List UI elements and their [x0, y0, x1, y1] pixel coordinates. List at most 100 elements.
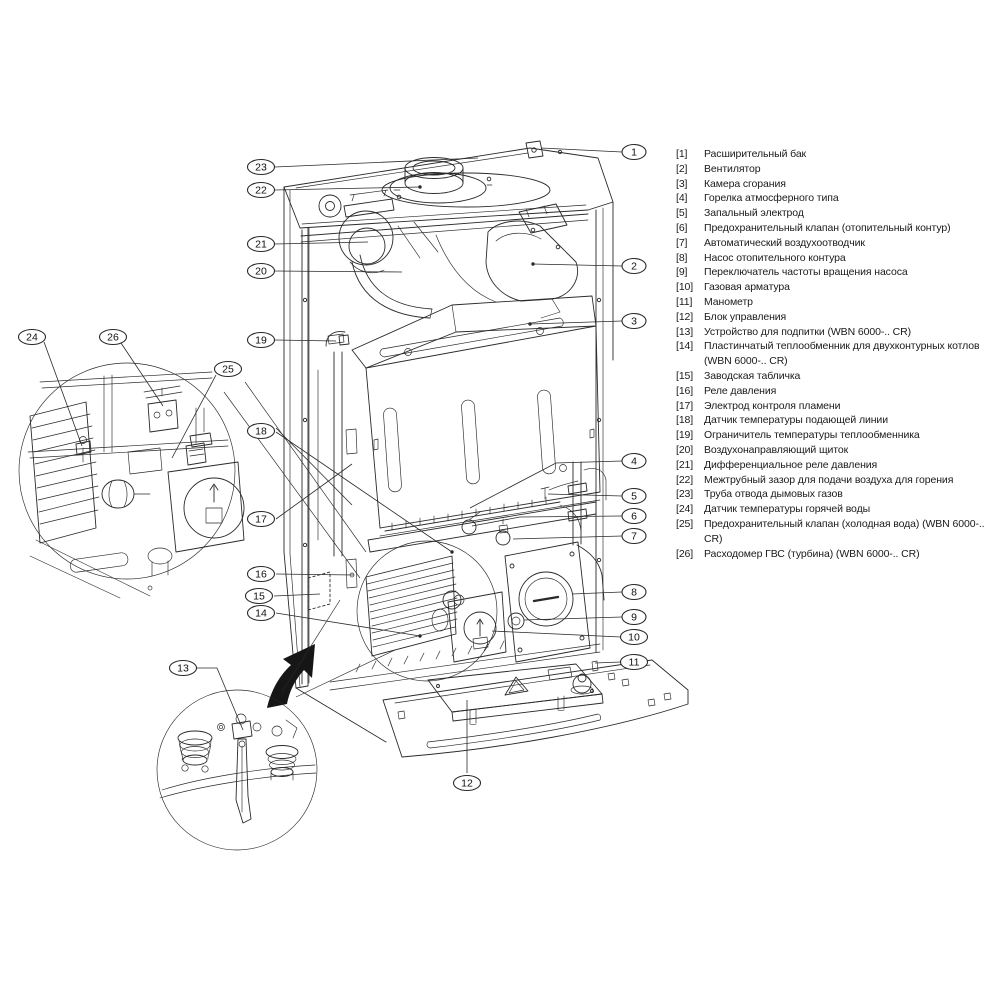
nameplate	[307, 571, 331, 611]
callout-10: 10	[619, 628, 649, 646]
cable-grommet	[318, 194, 342, 218]
legend-label: Вентилятор	[704, 162, 761, 175]
legend-item: [26]Расходомер ГВС (турбина) (WBN 6000-.…	[676, 547, 1000, 562]
svg-text:22: 22	[255, 185, 267, 197]
legend-label: Устройство для подпитки (WBN 6000-.. CR)	[704, 325, 912, 338]
legend-ref: [18]	[676, 414, 694, 427]
legend-ref: [8]	[676, 251, 688, 264]
legend: [1]Расширительный бак [2] Вентилятор [3] К…	[676, 147, 1000, 561]
pump	[504, 541, 591, 663]
safety-valve-heating	[461, 511, 481, 535]
legend-item: [6]Предохранительный клапан (отопительны…	[676, 221, 1000, 236]
legend-ref: [9]	[676, 266, 688, 279]
legend-label: Расходомер ГВС (турбина) (WBN 6000-.. CR…	[704, 547, 920, 560]
legend-ref: [3]	[676, 177, 688, 190]
legend-label: Электрод контроля пламени	[704, 399, 841, 412]
legend-label: Камера сгорания	[704, 177, 786, 190]
callout-23: 23	[246, 158, 276, 176]
svg-text:24: 24	[26, 332, 38, 344]
callout-24: 24	[17, 328, 47, 346]
svg-text:13: 13	[177, 663, 189, 675]
legend-ref: [14]	[676, 340, 694, 353]
svg-text:3: 3	[631, 316, 637, 328]
legend-ref: [7]	[676, 236, 688, 249]
svg-text:11: 11	[629, 657, 640, 669]
legend-item: [8]Насос отопительного контура	[676, 251, 1000, 266]
air-vent	[495, 518, 511, 546]
callout-1: 1	[621, 143, 647, 161]
control-panel-tray	[382, 659, 689, 758]
legend-ref: [20]	[676, 443, 694, 456]
legend-item: [14] Пластинчатый теплообменник для двухк…	[676, 339, 1000, 369]
legend-ref: [10]	[676, 281, 694, 294]
legend-ref: [22]	[676, 473, 694, 486]
legend-ref: [5]	[676, 207, 688, 220]
svg-text:6: 6	[631, 511, 637, 523]
legend-ref: [19]	[676, 429, 694, 442]
legend-ref: [13]	[676, 325, 694, 338]
air-guide-plate	[351, 221, 497, 319]
svg-text:16: 16	[255, 569, 267, 581]
legend-label: Датчик температуры подающей линии	[704, 414, 888, 427]
svg-text:12: 12	[461, 778, 473, 790]
legend-item: [21]Дифференциальное реле давления	[676, 458, 1000, 473]
legend-label: Заводская табличка	[704, 369, 801, 382]
legend-item: [13] Устройство для подпитки (WBN 6000-..…	[676, 325, 1000, 340]
legend-ref: [2]	[676, 162, 688, 175]
legend-ref: [16]	[676, 384, 694, 397]
callout-15: 15	[244, 587, 274, 605]
svg-text:4: 4	[631, 456, 637, 468]
legend-ref: [24]	[676, 503, 694, 516]
callout-2: 2	[621, 257, 647, 275]
legend-ref: [25]	[676, 517, 694, 530]
svg-text:5: 5	[631, 491, 637, 503]
legend-item: [7] Автоматический воздухоотводчик	[676, 236, 1000, 251]
svg-text:17: 17	[255, 514, 267, 526]
svg-text:26: 26	[107, 332, 119, 344]
legend-label: Автоматический воздухоотводчик	[704, 236, 865, 249]
legend-item: [2] Вентилятор	[676, 162, 1000, 177]
callout-18: 18	[246, 422, 276, 440]
callout-20: 20	[246, 262, 276, 280]
legend-label: Реле давления	[704, 384, 777, 397]
legend-label: Переключатель частоты вращения насоса	[704, 266, 908, 279]
svg-text:15: 15	[253, 591, 265, 603]
svg-text:25: 25	[222, 364, 234, 376]
legend-item: [3] Камера сгорания	[676, 177, 1000, 192]
legend-ref: [1]	[676, 148, 688, 160]
legend-item: [15] Заводская табличка	[676, 369, 1000, 384]
legend-item: [17]Электрод контроля пламени	[676, 399, 1000, 414]
svg-text:21: 21	[255, 239, 267, 251]
callout-19: 19	[246, 331, 276, 349]
svg-text:1: 1	[631, 147, 637, 159]
legend-item: [22] Межтрубный зазор для подачи воздуха …	[676, 473, 1000, 488]
callout-25: 25	[213, 360, 243, 378]
legend-label: Горелка атмосферного типа	[704, 192, 839, 205]
legend-item: [1]Расширительный бак	[676, 147, 1000, 162]
callout-21: 21	[246, 235, 276, 253]
legend-ref: [4]	[676, 192, 688, 205]
cabinet-frame	[283, 140, 614, 743]
callout-8: 8	[621, 583, 647, 601]
legend-item: [12]Блок управления	[676, 310, 1000, 325]
fan-assembly	[485, 203, 578, 319]
legend-ref: [6]	[676, 221, 688, 234]
callout-14: 14	[246, 604, 276, 622]
legend-label: Межтрубный зазор для подачи воздуха для …	[704, 473, 954, 486]
legend-ref: [12]	[676, 310, 694, 323]
legend-item: [9] Переключатель частоты вращения насоса	[676, 265, 1000, 280]
hydraulic-group-circle	[356, 540, 498, 682]
left-pipe-and-limiter	[317, 331, 358, 589]
legend-ref: [11]	[676, 295, 693, 308]
svg-text:19: 19	[255, 335, 267, 347]
svg-text:18: 18	[255, 426, 267, 438]
legend-label: Пластинчатый теплообменник для двухконту…	[704, 340, 980, 368]
pipe-assembly	[567, 461, 607, 601]
inset-link-lines	[223, 381, 396, 698]
legend-label: Воздухонаправляющий щиток	[704, 443, 849, 456]
callout-3: 3	[621, 312, 647, 330]
legend-ref: [15]	[676, 369, 694, 382]
detail-inset-bottom	[156, 689, 318, 851]
legend-item: [4] Горелка атмосферного типа	[676, 191, 1000, 206]
